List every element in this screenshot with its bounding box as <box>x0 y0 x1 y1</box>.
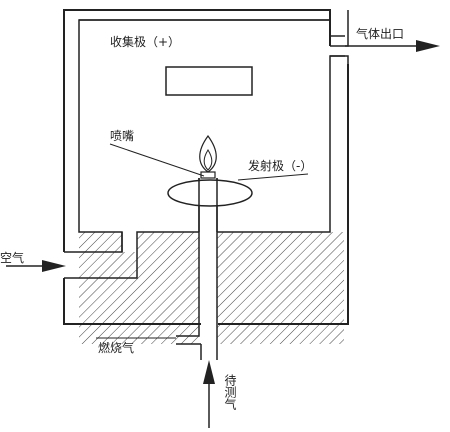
flame-outer-icon <box>199 134 217 173</box>
hatched-base <box>79 232 199 344</box>
fuel-gas-inlet-pipe <box>176 324 201 345</box>
flame-inner-icon <box>203 149 213 171</box>
nozzle-leader-line <box>109 143 205 177</box>
air-inlet-pipe <box>64 232 138 279</box>
emitter-electrode <box>167 179 253 207</box>
nozzle-tip <box>200 171 216 179</box>
emitter-label: 发射极（-） <box>248 158 312 173</box>
hatched-base-right <box>217 232 344 344</box>
collector-label: 收集极（+） <box>110 34 180 49</box>
gas-outlet-arrowhead <box>416 40 440 52</box>
fuel-gas-label: 燃烧气 <box>98 340 134 355</box>
air-label: 空气 <box>0 250 24 265</box>
collector-electrode <box>165 66 253 96</box>
sample-gas-label: 待测气 <box>223 374 237 410</box>
gas-outlet-label: 气体出口 <box>356 26 404 41</box>
air-arrowhead <box>42 260 66 272</box>
sample-gas-arrowhead <box>203 360 215 384</box>
emitter-leader-line <box>237 173 309 181</box>
nozzle-label: 喷嘴 <box>110 129 134 143</box>
